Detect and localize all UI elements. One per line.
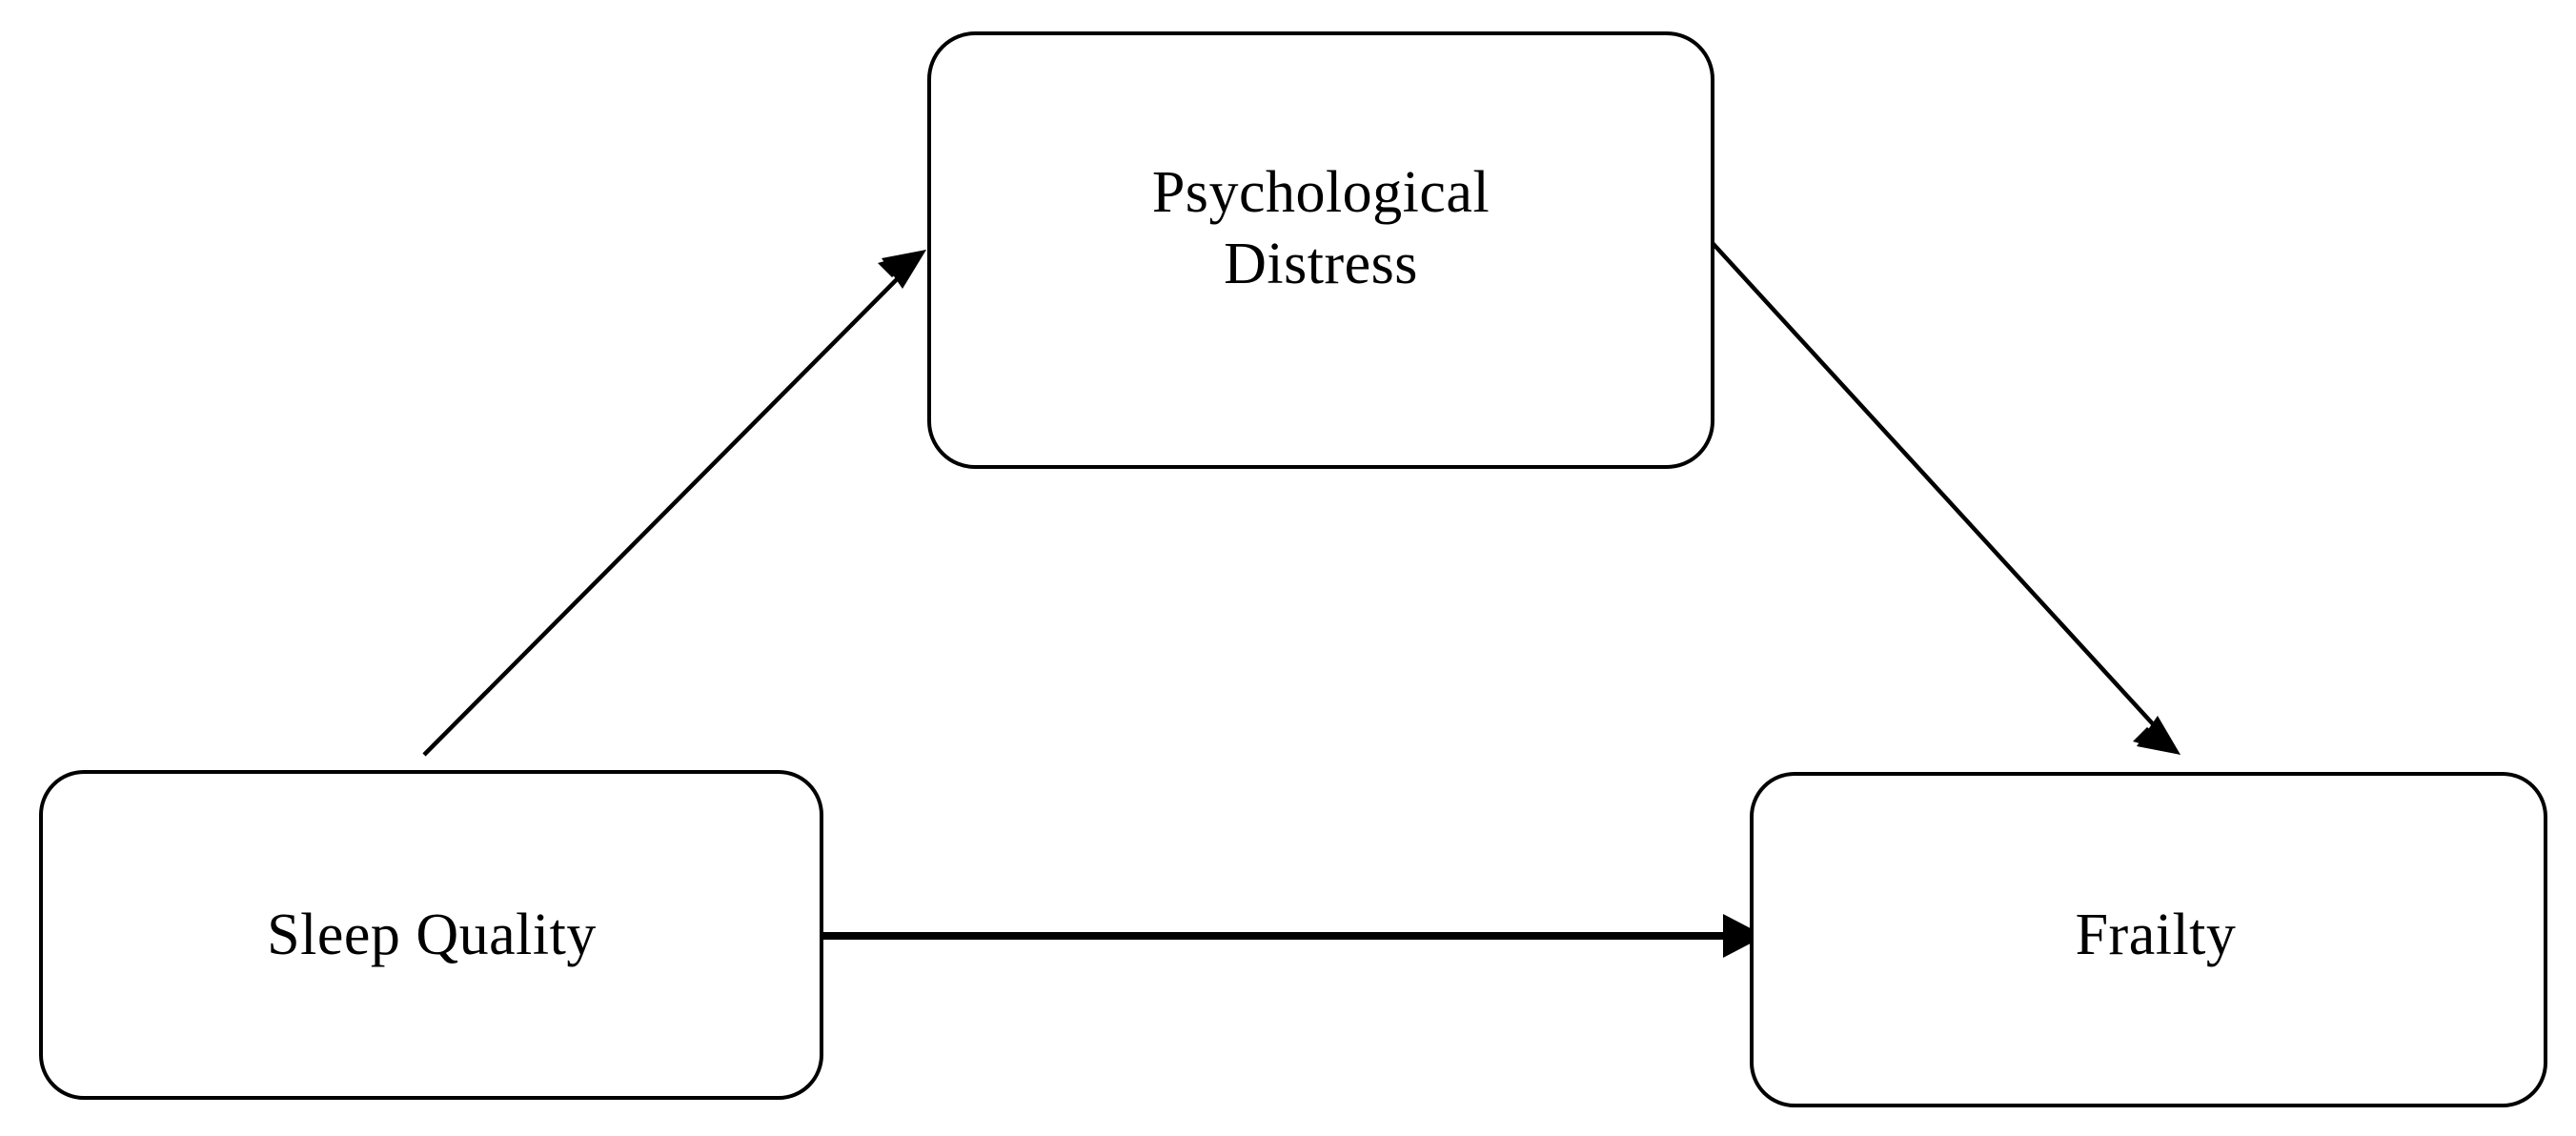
edge-b-line bbox=[1709, 239, 2168, 740]
node-psychological-distress-label-line2: Distress bbox=[1224, 232, 1418, 296]
node-psychological-distress-label: Psychological bbox=[1152, 160, 1490, 225]
edge-b-arrowhead-barb-icon bbox=[2137, 716, 2180, 755]
edge-a-line bbox=[422, 261, 915, 757]
node-frailty[interactable]: Frailty bbox=[1750, 772, 2547, 1107]
edge-psychological-distress-to-frailty bbox=[1709, 239, 2180, 755]
node-sleep-quality-label: Sleep Quality bbox=[267, 903, 597, 967]
node-psychological-distress-box[interactable] bbox=[927, 31, 1714, 469]
node-sleep-quality-box[interactable] bbox=[39, 770, 823, 1100]
node-frailty-label: Frailty bbox=[2076, 903, 2237, 967]
node-sleep-quality[interactable]: Sleep Quality bbox=[39, 770, 823, 1100]
edge-a-arrowhead-barb-icon bbox=[882, 250, 926, 289]
node-psychological-distress[interactable]: Psychological Distress bbox=[927, 31, 1714, 469]
edge-sleep-quality-to-frailty bbox=[821, 914, 1765, 958]
edge-c-arrowhead-icon bbox=[1723, 914, 1765, 958]
edge-sleep-quality-to-psychological-distress bbox=[422, 250, 926, 757]
node-frailty-box[interactable] bbox=[1750, 772, 2547, 1107]
